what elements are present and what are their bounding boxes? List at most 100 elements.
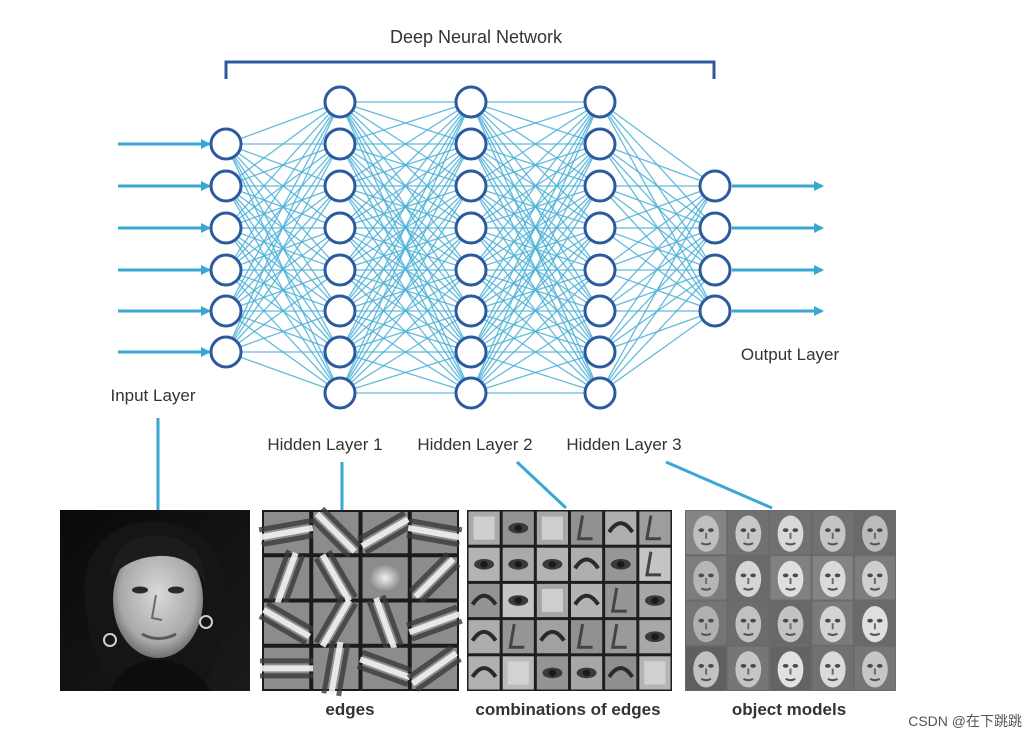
hidden-2-node-2 — [454, 127, 488, 161]
input-node-5 — [209, 294, 243, 328]
object-model-face-tile — [812, 556, 853, 600]
edge-combination-tile — [605, 656, 637, 690]
connection-l1-2-1 — [225, 101, 341, 187]
connection-l1-6-3 — [225, 185, 341, 353]
edge-combination-tile — [639, 511, 671, 545]
edge-combination-tile — [536, 620, 568, 654]
edge-filter-tile — [260, 647, 314, 689]
hidden-2-node-5 — [454, 253, 488, 287]
connection-l3-8-3 — [470, 185, 601, 394]
edge-combination-tile — [502, 656, 534, 690]
connection-l2-8-5 — [339, 269, 472, 394]
edge-combination-tile — [536, 511, 568, 545]
edge-combination-tile — [502, 547, 534, 581]
combinations-caption: combinations of edges — [475, 700, 660, 719]
combos-grid-bg — [467, 510, 672, 691]
connection-l4-8-1 — [599, 185, 716, 394]
output-node-3 — [698, 253, 732, 287]
connection-l1-5-1 — [225, 101, 341, 312]
connection-l4-5-1 — [599, 185, 716, 271]
connection-l1-3-1 — [225, 101, 341, 229]
object-model-face-tile — [770, 556, 811, 600]
object-model-face-tile — [686, 556, 727, 600]
connections — [225, 101, 716, 394]
input-face-image — [60, 510, 250, 691]
object-model-face-tile — [728, 601, 769, 645]
network-bracket — [224, 60, 716, 79]
object-model-face-tile — [728, 511, 769, 555]
hidden-2-node-1 — [454, 85, 488, 119]
connection-l3-8-6 — [470, 310, 601, 394]
hidden-2-node-6 — [454, 294, 488, 328]
edge-combination-tile — [605, 583, 637, 618]
output-layer-label: Output Layer — [741, 345, 840, 364]
connection-l2-8-6 — [339, 310, 472, 394]
hidden-2-node-3 — [454, 169, 488, 203]
hidden-1-node-4 — [323, 211, 357, 245]
edge-combination-tile — [502, 511, 534, 545]
object-model-face-tile — [812, 601, 853, 645]
connection-l2-8-7 — [339, 351, 472, 394]
connection-l4-7-1 — [599, 185, 716, 353]
input-node-1 — [209, 127, 243, 161]
edge-filter-tile — [258, 512, 315, 554]
connection-l1-6-8 — [225, 351, 341, 394]
network-title: Deep Neural Network — [390, 27, 563, 47]
object-model-face-tile — [812, 511, 853, 555]
edge-combination-tile — [502, 620, 534, 654]
hidden-3-node-8 — [583, 376, 617, 410]
edge-filter-tile — [264, 549, 310, 607]
connection-l4-1-1 — [599, 101, 716, 187]
edge-filter-tile — [362, 557, 408, 599]
connection-l1-4-1 — [225, 101, 341, 271]
input-node-6 — [209, 335, 243, 369]
hidden-2-node-4 — [454, 211, 488, 245]
edge-combination-tile — [468, 511, 500, 545]
edges-feature-grid — [258, 506, 463, 697]
combinations-feature-grid — [467, 510, 672, 691]
edge-combination-tile — [605, 620, 637, 654]
hidden-1-node-1 — [323, 85, 357, 119]
hidden-1-node-7 — [323, 335, 357, 369]
edge-combination-tile — [536, 583, 568, 618]
hidden-3-node-6 — [583, 294, 617, 328]
edge-combination-tile — [536, 656, 568, 690]
hidden-1-node-2 — [323, 127, 357, 161]
edge-filter-tile — [313, 640, 359, 697]
edge-combination-tile — [571, 656, 603, 690]
connection-l3-8-4 — [470, 227, 601, 394]
output-node-2 — [698, 211, 732, 245]
edge-filter-tile — [258, 601, 315, 646]
hidden-1-node-3 — [323, 169, 357, 203]
connection-l2-6-1 — [339, 101, 472, 312]
edge-combination-tile — [605, 511, 637, 545]
object-model-face-tile — [728, 646, 769, 690]
edge-filter-tile — [309, 506, 362, 559]
input-arrows — [118, 139, 211, 357]
connection-l3-3-1 — [470, 101, 601, 187]
connection-l3-5-1 — [470, 101, 601, 271]
edge-combination-tile — [536, 547, 568, 581]
hidden-layer-1-label: Hidden Layer 1 — [267, 435, 382, 454]
connection-l2-2-1 — [339, 101, 472, 145]
object-model-face-tile — [686, 511, 727, 555]
object-model-face-tile — [854, 556, 895, 600]
connection-l3-8-2 — [470, 143, 601, 394]
connection-l3-2-1 — [470, 101, 601, 145]
edge-filter-tile — [362, 594, 408, 652]
edge-combination-tile — [502, 583, 534, 618]
connector-hidden-2 — [515, 460, 568, 510]
output-arrows — [732, 181, 824, 316]
connection-l2-8-1 — [339, 101, 472, 394]
input-node-4 — [209, 253, 243, 287]
input-node-3 — [209, 211, 243, 245]
connection-l4-8-3 — [599, 269, 716, 394]
connection-l3-4-1 — [470, 101, 601, 229]
edge-filter-tile — [313, 595, 359, 652]
connection-l1-6-5 — [225, 269, 341, 353]
edge-filter-tile — [313, 549, 359, 606]
connection-l1-6-6 — [225, 310, 341, 353]
connection-l4-8-4 — [599, 310, 716, 394]
object-model-face-tile — [854, 646, 895, 690]
watermark: CSDN @在下跳跳 — [908, 713, 1022, 729]
